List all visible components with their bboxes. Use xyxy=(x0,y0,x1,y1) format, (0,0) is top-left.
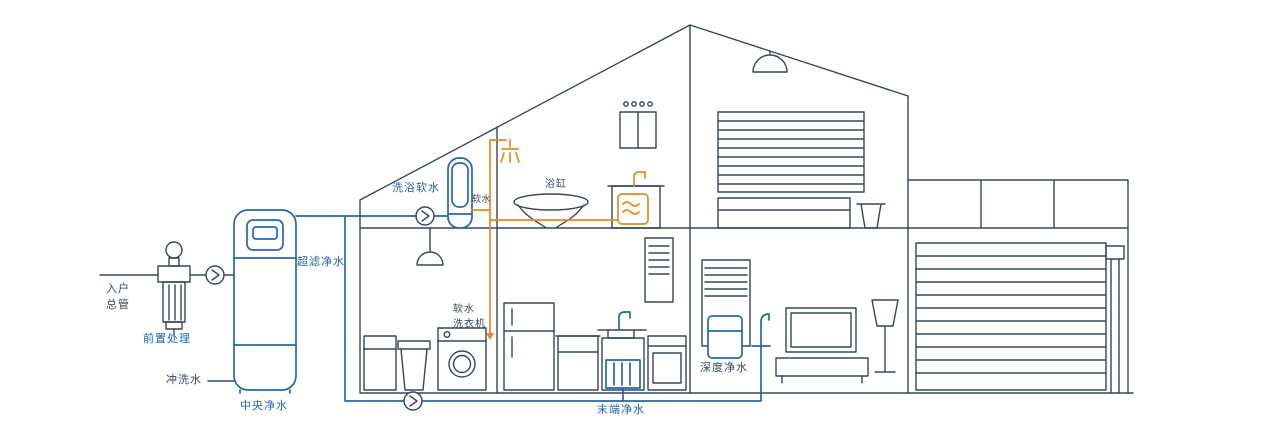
kitchen-faucet-icon xyxy=(618,311,631,331)
vanity-cabinet xyxy=(611,185,661,229)
pre-filter-device xyxy=(157,241,191,336)
shower-head-icon xyxy=(500,139,520,163)
downspout-hopper xyxy=(1105,245,1125,260)
water-softener xyxy=(447,157,473,229)
gooseneck-faucet-icon xyxy=(751,313,771,347)
kitchen-cabinet xyxy=(557,335,599,391)
soft-water-pipes xyxy=(295,215,762,402)
dishwasher xyxy=(647,335,687,391)
terminal-purifier-label: 末端净水 xyxy=(597,403,645,416)
vanity-faucet-icon xyxy=(633,171,646,187)
garage-door xyxy=(915,242,1107,391)
trash-bin-icon xyxy=(856,203,886,229)
pendant-lamp-icon xyxy=(416,227,444,266)
garage xyxy=(907,179,1129,394)
vent-cabinet xyxy=(644,237,674,303)
tv-stand xyxy=(775,357,869,377)
floor-lamp-icon xyxy=(871,299,899,373)
deep-purifier-label: 深度净水 xyxy=(700,361,748,374)
central-purifier-tank xyxy=(233,209,297,394)
soft-washer-label: 软水 洗衣机 xyxy=(453,304,486,330)
flow-arrow-icon xyxy=(403,391,423,411)
water-heater xyxy=(617,193,649,225)
deep-purifier-unit xyxy=(707,313,771,359)
bathroom xyxy=(513,101,674,303)
entry-main-label: 入户 总管 xyxy=(106,282,130,311)
bath-softener-label: 洗浴软水 xyxy=(392,181,440,194)
kitchen-sink xyxy=(597,329,647,339)
downspout-pipe xyxy=(1110,258,1120,394)
bathtub xyxy=(513,193,589,211)
flow-arrow-icon xyxy=(205,265,225,285)
pre-treatment-label: 前置处理 xyxy=(143,332,191,345)
laundry-room xyxy=(363,227,487,391)
pendant-lamp-icon xyxy=(752,50,788,73)
flow-arrow-icon xyxy=(415,206,435,226)
laundry-sink xyxy=(363,335,397,391)
washing-machine xyxy=(437,327,487,391)
central-purifier-label: 中央净水 xyxy=(240,399,288,412)
ultrafiltration-label: 超滤净水 xyxy=(297,255,345,268)
terminal-purifier-unit xyxy=(605,311,641,389)
soft-water-label: 软水 xyxy=(472,195,492,205)
tv xyxy=(785,307,857,353)
roller-door-slats xyxy=(915,255,1107,374)
laundry-hamper xyxy=(397,340,431,350)
kitchen xyxy=(503,302,687,391)
bed xyxy=(717,197,851,229)
bedroom xyxy=(717,50,886,229)
down-arrowhead-icon xyxy=(486,333,494,340)
house-outline xyxy=(359,24,1134,394)
fridge xyxy=(503,302,555,391)
flush-water-label: 冲洗水 xyxy=(166,373,202,386)
softened-water-pipes xyxy=(471,139,649,340)
window-blind xyxy=(717,111,865,193)
bathtub-label: 浴缸 xyxy=(545,179,567,190)
